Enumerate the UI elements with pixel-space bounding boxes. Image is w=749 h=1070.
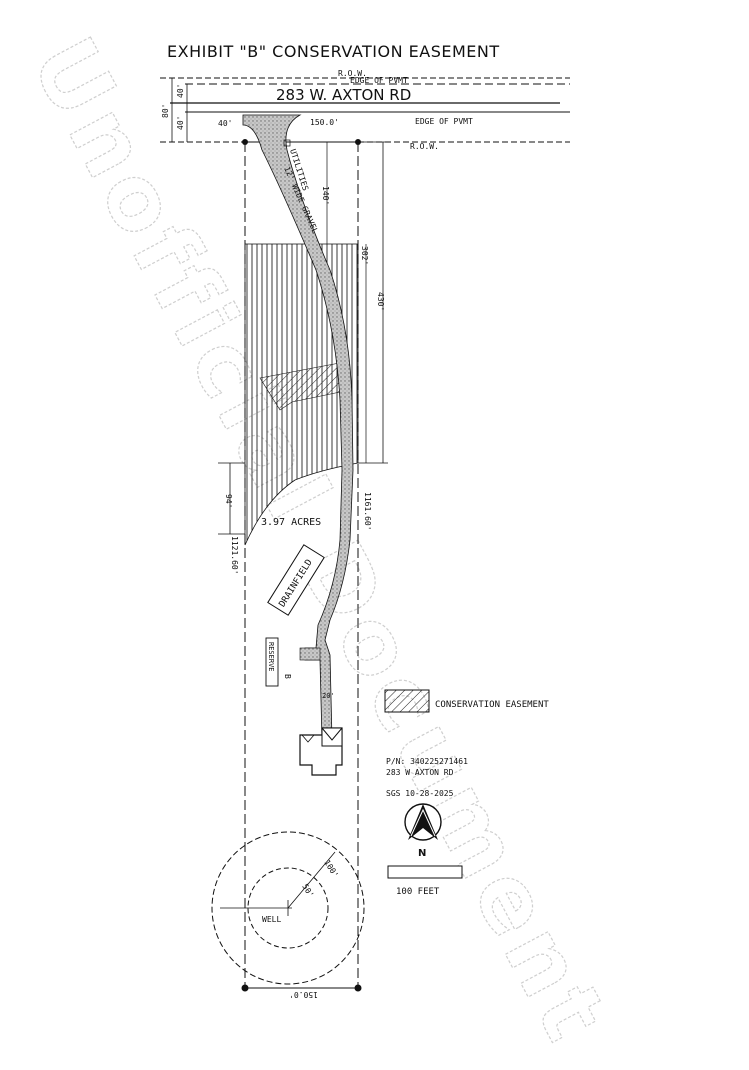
easement-diagonal-patch [259,361,346,411]
left-line-length: 1121.60' [230,536,239,575]
page-title: EXHIBIT "B" CONSERVATION EASEMENT [167,42,500,61]
dim-94: 94' [224,494,233,508]
gravel-driveway [242,114,354,741]
dim-40-top: 40' [176,84,185,98]
well-radius-50 [247,867,329,949]
frontage-dim: 150.0' [310,118,339,127]
scale-label: 100 FEET [396,887,440,897]
well-label: WELL [262,915,281,924]
well-radius-100 [211,831,365,985]
dim-140: 140' [321,186,330,205]
radius-100-label: 100' [322,858,340,879]
road-name: 283 W. AXTON RD [276,86,411,104]
dim-302: 302' [360,246,369,265]
reserve-label: RESERVE [267,642,275,672]
house-footprint [299,727,343,776]
dim-40-setback: 40' [218,119,232,128]
survey-stamp: SGS 10-28-2025 [386,789,454,798]
watermark: Unofficial Document [11,22,629,1061]
north-label: N [418,848,426,859]
dim-80: 80' [161,104,170,118]
scale-bar [387,865,463,879]
row-label-top: R.O.W. [338,69,367,78]
row-label-bottom: R.O.W. [410,142,439,151]
svg-text:B: B [283,674,292,679]
parcel-address: 283 W AXTON RD [386,768,454,777]
dim-20: 20' [322,692,335,700]
bottom-frontage-dim: 150.0' [289,990,318,999]
legend-easement-swatch [384,689,430,713]
edge-label-top: EDGE OF PVMT [350,76,408,85]
dim-430: 430' [376,292,385,311]
acreage-label: 3.97 ACRES [261,517,321,528]
legend-easement-label: CONSERVATION EASEMENT [435,700,549,710]
dim-40-bottom: 40' [176,116,185,130]
north-arrow-icon [404,803,442,841]
right-line-length: 1161.60' [363,492,372,531]
reserve-area: RESERVE [265,637,279,687]
edge-label-bottom: EDGE OF PVMT [415,117,473,126]
parcel-number: P/N: 340225271461 [386,757,468,766]
